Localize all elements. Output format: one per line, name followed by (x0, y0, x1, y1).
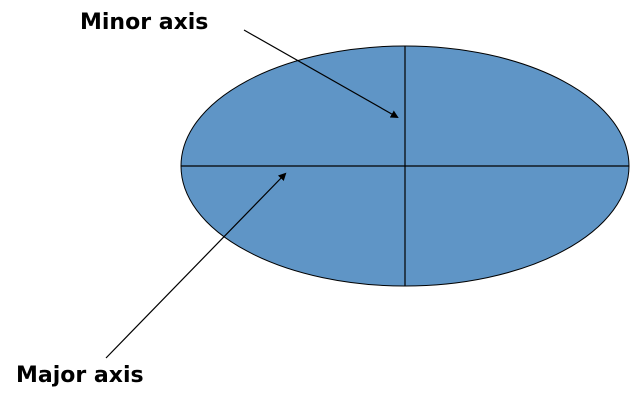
minor-axis-label: Minor axis (80, 10, 209, 35)
major-axis-label: Major axis (16, 363, 144, 388)
major-axis-pointer-arrow (105, 172, 287, 359)
minor-axis-pointer-arrow (243, 29, 399, 118)
